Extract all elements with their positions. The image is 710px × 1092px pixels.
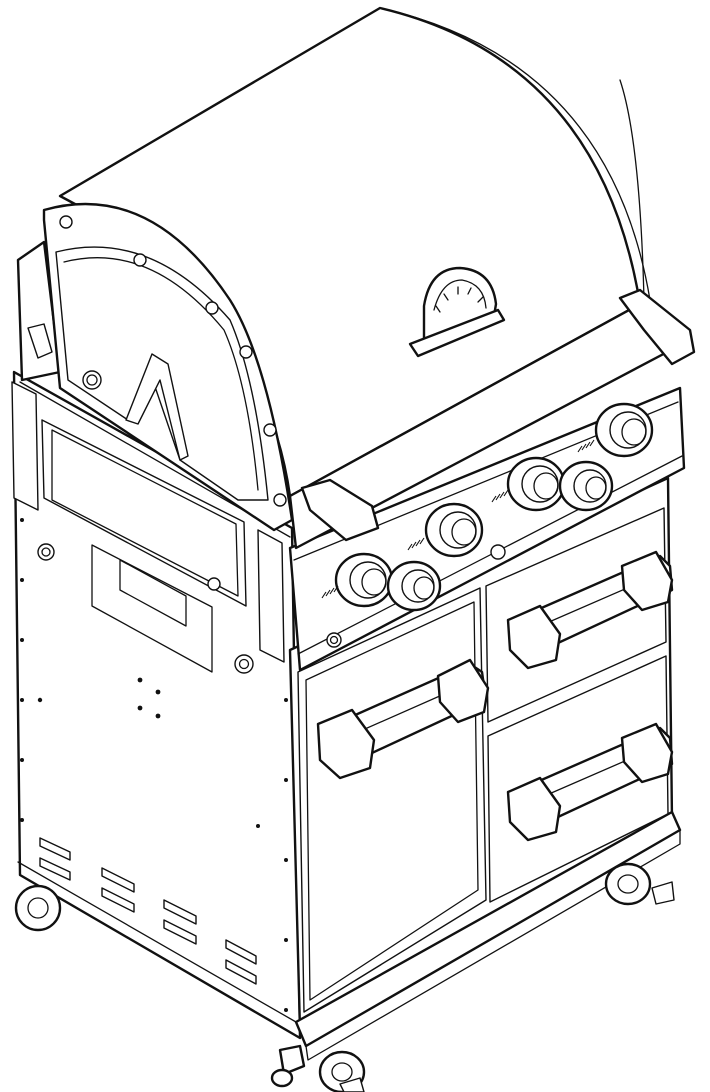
front-left-caster: [270, 1044, 306, 1088]
ignition-button[interactable]: [490, 544, 506, 560]
upper-drawer-handle[interactable]: [506, 550, 674, 670]
rear-right-caster: [604, 862, 675, 906]
hood-handle[interactable]: [408, 308, 506, 358]
lower-drawer-handle[interactable]: [506, 722, 674, 842]
door-handle[interactable]: [316, 658, 490, 780]
burner-knob-4[interactable]: [491, 456, 566, 512]
panel-light-port: [326, 632, 342, 648]
thermometer-icon: [422, 266, 498, 344]
left-side-panel: [11, 370, 302, 1040]
burner-knob-1[interactable]: [321, 552, 394, 608]
burner-knob-3[interactable]: [407, 502, 484, 558]
side-burner-knob[interactable]: [577, 402, 654, 458]
front-right-caster: [318, 1050, 366, 1092]
burner-knob-5[interactable]: [558, 460, 614, 512]
grill-hood: [42, 6, 696, 550]
burner-knob-2[interactable]: [386, 560, 442, 612]
rear-left-caster: [14, 884, 62, 932]
